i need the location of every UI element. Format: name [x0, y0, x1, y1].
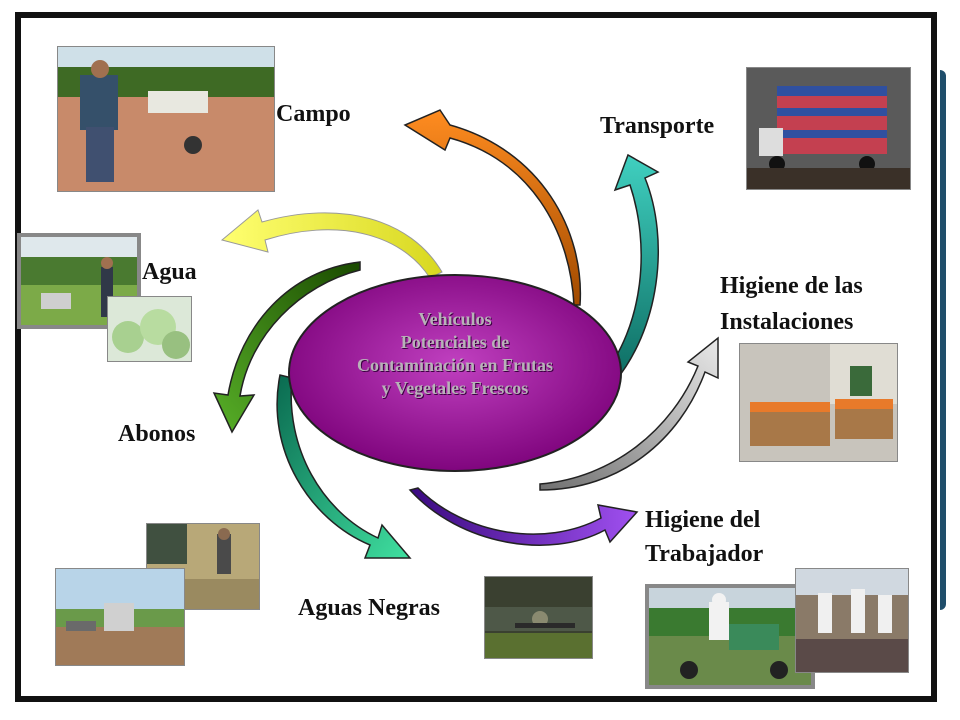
- campo-photo: [57, 46, 275, 192]
- trabajador-photo-1: [645, 584, 815, 689]
- transporte-photo: [746, 67, 911, 190]
- arrow-to-agua: [220, 209, 443, 279]
- arrow-to-campo: [403, 109, 582, 306]
- arrow-to-transporte: [598, 153, 660, 386]
- label-higiene-instalaciones-1: Higiene de las: [720, 273, 863, 299]
- abonos-photo-1: [146, 523, 260, 610]
- side-accent-bar: [940, 70, 946, 610]
- label-higiene-instalaciones-2: Instalaciones: [720, 309, 854, 335]
- center-ellipse: [288, 274, 622, 472]
- arrow-to-abonos: [212, 261, 361, 434]
- abonos-photo-2: [55, 568, 185, 666]
- label-transporte: Transporte: [600, 113, 715, 139]
- arrow-to-trabajador: [408, 487, 639, 546]
- center-line-1: Vehículos: [418, 309, 492, 329]
- center-title: Vehículos Potenciales de Contaminación e…: [300, 308, 610, 400]
- instalaciones-photo: [739, 343, 898, 462]
- label-higiene-trabajador-1: Higiene del: [645, 507, 761, 533]
- trabajador-photo-2: [795, 568, 909, 673]
- label-campo: Campo: [276, 101, 351, 127]
- agua-photo-2: [107, 296, 192, 362]
- center-line-4: y Vegetales Frescos: [381, 378, 529, 398]
- label-higiene-trabajador-2: Trabajador: [645, 541, 764, 567]
- arrow-to-instalaciones: [539, 336, 719, 491]
- center-line-2: Potenciales de: [400, 332, 510, 352]
- arrow-to-aguas-negras: [276, 374, 412, 559]
- label-aguas-negras: Aguas Negras: [298, 595, 440, 621]
- label-agua: Agua: [142, 259, 197, 285]
- center-line-3: Contaminación en Frutas: [356, 355, 553, 375]
- label-abonos: Abonos: [118, 421, 196, 447]
- aguas-negras-photo: [484, 576, 593, 659]
